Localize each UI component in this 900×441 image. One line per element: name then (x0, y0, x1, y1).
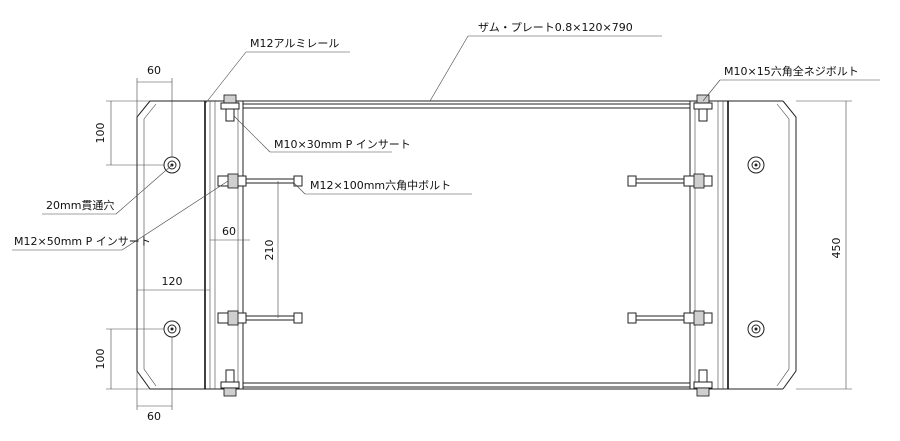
left-rail (204, 100, 244, 390)
dim-bolt-spacing: 210 (263, 181, 279, 318)
m12-bolt-right-lower (627, 310, 713, 326)
m10-bolt-bottom-left (220, 369, 240, 397)
dim-mid-width-label: 120 (162, 275, 183, 288)
callout-hex-bolt-m12: M12×100mm六角中ボルト (293, 179, 472, 195)
dim-bottom-width: 60 (136, 337, 173, 423)
alu-rail-label: M12アルミレール (250, 37, 339, 50)
right-rail (689, 100, 729, 390)
m12-bolt-left-upper (217, 173, 303, 189)
m12-bolt-left-lower (217, 310, 303, 326)
dim-top-height: 100 (94, 100, 164, 166)
dim-overall-height-label: 450 (830, 238, 843, 259)
m12-bolt-right-upper (627, 173, 713, 189)
callout-insert-m12: M12×50mm P インサート (12, 180, 229, 251)
callout-hex-bolt-m10: M10×15六角全ネジボルト (702, 64, 880, 102)
dim-bottom-height: 100 (94, 328, 164, 390)
callout-through-hole: 20mm貫通穴 (42, 164, 173, 215)
through-hole-label: 20mm貫通穴 (46, 198, 114, 212)
hex-bolt-m12-label: M12×100mm六角中ボルト (310, 179, 451, 192)
dim-mid-width: 120 (137, 275, 210, 291)
m10-bolt-top-right (693, 94, 713, 122)
plate-outline (136, 100, 797, 390)
dim-top-width: 60 (136, 64, 173, 157)
hole-left-lower (163, 320, 181, 338)
dim-bottom-height-label: 100 (94, 349, 107, 370)
m10-bolt-bottom-right (693, 369, 713, 397)
m10-bolt-top-left (220, 94, 240, 122)
insert-m10-label: M10×30mm P インサート (274, 138, 411, 151)
dim-rail-gap: 60 (210, 225, 250, 241)
zam-plate-label: ザム・プレート0.8×120×790 (478, 21, 633, 34)
dim-top-width-label: 60 (147, 64, 161, 77)
hole-right-lower (747, 320, 765, 338)
dim-top-height-label: 100 (94, 123, 107, 144)
hole-right-upper (747, 156, 765, 174)
dim-bottom-width-label: 60 (147, 410, 161, 423)
callout-alu-rail: M12アルミレール (204, 37, 350, 105)
hex-bolt-m10-label: M10×15六角全ネジボルト (724, 64, 859, 78)
dim-bolt-spacing-label: 210 (263, 240, 276, 261)
dim-rail-gap-label: 60 (222, 225, 236, 238)
insert-m12-label: M12×50mm P インサート (14, 235, 151, 248)
callout-zam-plate: ザム・プレート0.8×120×790 (429, 21, 662, 102)
callout-insert-m10: M10×30mm P インサート (233, 115, 411, 153)
dim-overall-height: 450 (796, 100, 852, 390)
